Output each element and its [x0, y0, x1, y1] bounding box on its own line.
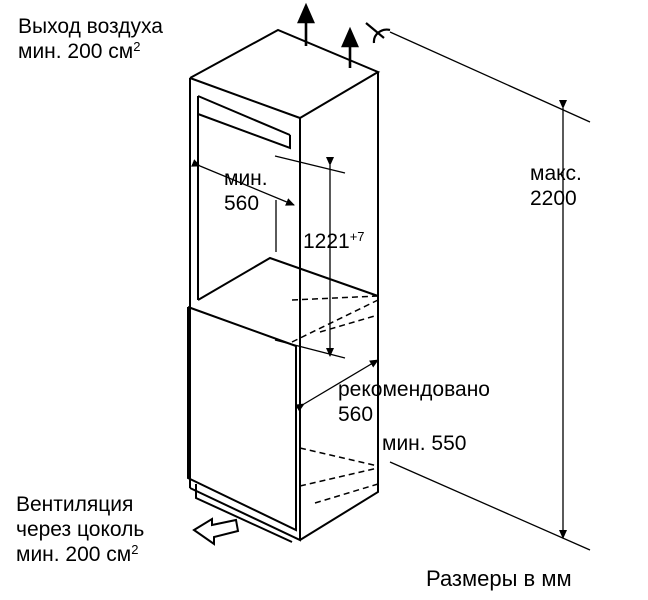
air-outlet-arrowhead-1 — [297, 2, 315, 24]
air-outlet-label: Выход воздуха мин. 200 см2 — [18, 14, 163, 64]
niche-top-outline — [189, 28, 381, 119]
depth-dimension — [295, 359, 379, 412]
max-height-ext-top — [389, 31, 591, 123]
niche-height-value: 1221 — [303, 230, 350, 253]
recommended-depth-label: рекомендовано 560 — [338, 377, 490, 427]
min-width-dimension — [191, 159, 295, 206]
recommended-depth-line1: рекомендовано — [338, 378, 490, 401]
niche-height-ext-top — [274, 155, 346, 174]
niche-height-label: 1221+7 — [303, 229, 365, 254]
min-depth-label: мин. 550 — [382, 432, 467, 455]
niche-inner-shelf — [197, 256, 379, 301]
plinth-outline — [195, 484, 293, 543]
niche-inner-top — [197, 95, 291, 150]
ventilation-label: Вентиляция через цоколь мин. 200 см2 — [16, 492, 144, 567]
hidden-line-lower — [299, 447, 379, 504]
min-width-label: мин. 560 — [224, 166, 268, 216]
recommended-depth-line2: 560 — [338, 403, 374, 426]
air-outlet-arrowhead-2 — [341, 26, 359, 48]
units-note: Размеры в мм — [426, 566, 572, 591]
ventilation-label-line3: мин. 200 см2 — [16, 542, 139, 566]
niche-back-edge — [299, 72, 379, 541]
max-height-ext-bottom — [389, 461, 591, 551]
max-height-label-line2: 2200 — [530, 187, 577, 210]
air-intake-arrow — [192, 517, 240, 546]
max-height-label-line1: макс. — [530, 162, 582, 185]
ventilation-label-line1: Вентиляция — [16, 493, 134, 516]
tilt-symbol-icon — [365, 22, 391, 44]
min-width-label-line2: 560 — [224, 192, 260, 215]
air-outlet-label-line2: мин. 200 см2 — [18, 39, 141, 63]
fridge-body — [187, 306, 297, 532]
max-height-label: макс. 2200 — [530, 161, 582, 211]
air-outlet-label-line1: Выход воздуха — [18, 15, 163, 38]
niche-height-ext-bottom — [274, 339, 346, 359]
air-outlet-label-exponent: 2 — [133, 39, 141, 54]
niche-height-tolerance: +7 — [349, 229, 365, 244]
ventilation-label-exponent: 2 — [131, 542, 139, 557]
ventilation-label-line2: через цоколь — [16, 518, 145, 541]
hidden-line-upper — [291, 295, 379, 343]
niche-front-outline — [189, 77, 301, 542]
min-width-label-line1: мин. — [224, 167, 268, 190]
